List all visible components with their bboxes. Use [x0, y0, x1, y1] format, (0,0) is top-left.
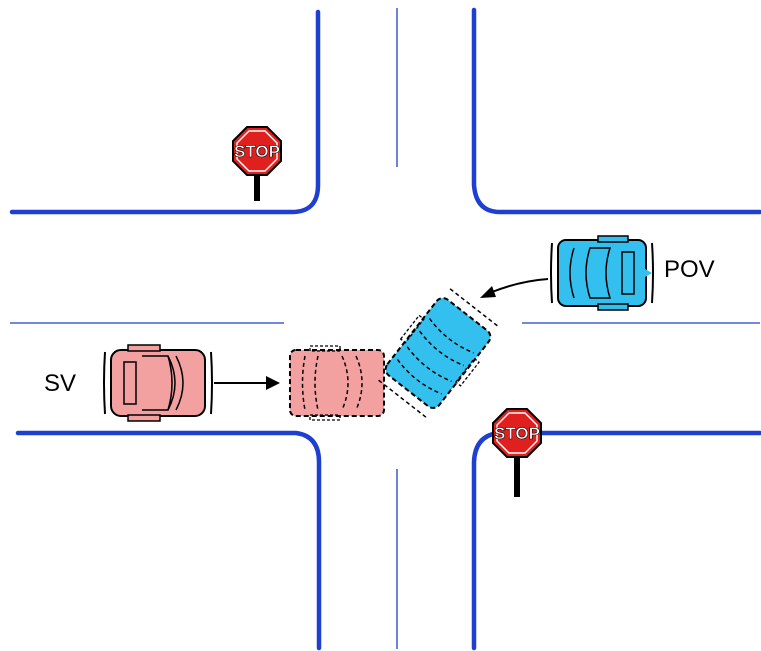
stop-sign-icon: STOP	[232, 126, 282, 201]
pov-impact-car-icon	[378, 288, 498, 418]
sv-label: SV	[44, 370, 76, 397]
stop-sign-text: STOP	[234, 142, 280, 161]
sv-car-icon	[103, 344, 213, 422]
lane-lines	[10, 8, 760, 649]
curb-top-right	[471, 7, 761, 215]
curbs	[9, 7, 761, 651]
pov-arrow-icon	[480, 278, 549, 298]
curb-bottom-left	[15, 430, 322, 651]
pov-car-icon	[550, 235, 654, 311]
sv-impact-car-icon	[289, 345, 385, 421]
pov-label: POV	[664, 256, 715, 283]
sv-arrow-icon	[214, 376, 280, 390]
stop-sign-icon: STOP	[492, 408, 542, 497]
stop-sign-text: STOP	[494, 424, 540, 443]
curb-top-left	[9, 9, 321, 215]
